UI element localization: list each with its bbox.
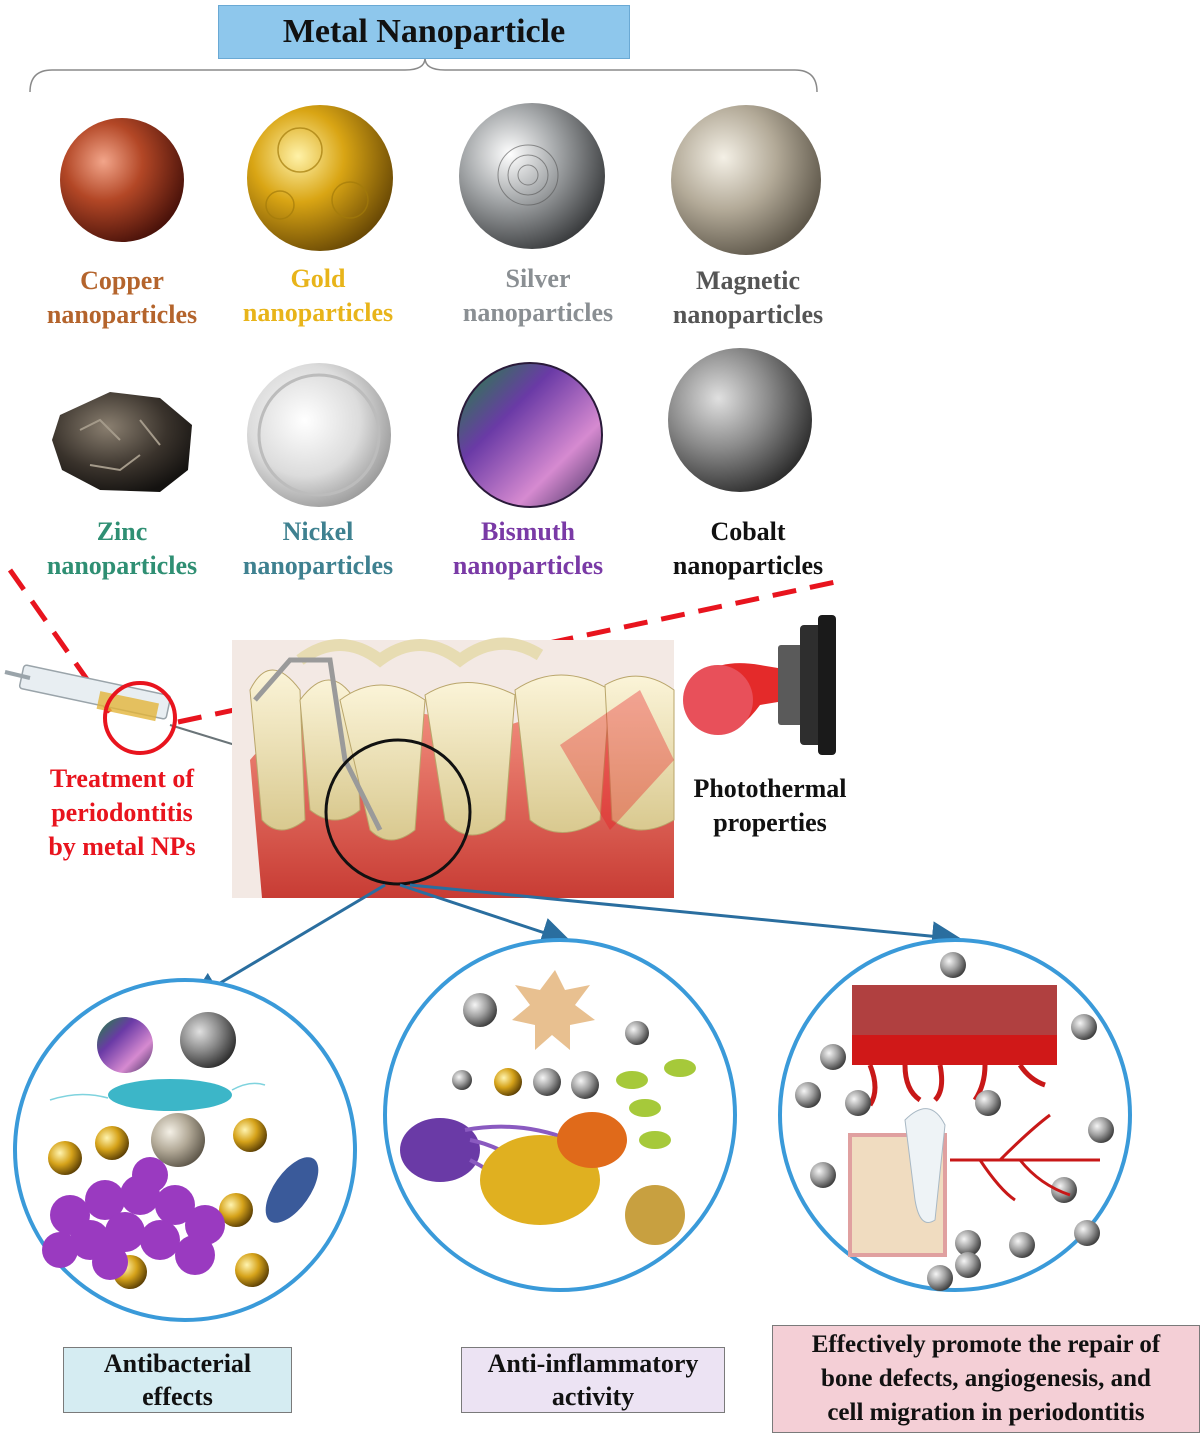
photothermal-caption: Photothermal properties [693, 774, 847, 837]
bismuth-label: Bismuth nanoparticles [452, 517, 604, 580]
silver-sphere [459, 103, 605, 249]
treatment-caption: Treatment of periodontitis by metal NPs [48, 764, 196, 861]
dashed-line-left [7, 568, 113, 714]
nickel-label: Nickel nanoparticles [242, 517, 394, 580]
silver-label: Silver nanoparticles [462, 264, 614, 327]
copper-label: Copper nanoparticles [46, 266, 198, 329]
gum-highlight-circle [324, 738, 472, 886]
repair-contents [795, 952, 1114, 1291]
gold-label: Gold nanoparticles [242, 264, 394, 327]
arrow-to-repair [409, 883, 962, 952]
arrow-to-antibacterial [189, 883, 386, 1002]
anti-inflammatory-box: Anti-inflammatory activity [461, 1347, 725, 1413]
repair-box: Effectively promote the repair of bone d… [772, 1325, 1200, 1433]
photothermal-device [683, 615, 836, 755]
gold-sphere [247, 105, 393, 251]
syringe [4, 664, 246, 749]
syringe-highlight-circle [103, 681, 177, 755]
cobalt-sphere [668, 348, 812, 492]
zinc-label: Zinc nanoparticles [46, 517, 198, 580]
title-bracket [29, 57, 818, 93]
magnetic-label: Magnetic nanoparticles [672, 266, 824, 329]
nickel-sphere [247, 363, 391, 507]
cobalt-label: Cobalt nanoparticles [672, 517, 824, 580]
magnetic-sphere [671, 105, 821, 255]
page-title: Metal Nanoparticle [282, 13, 566, 50]
antibacterial-box: Antibacterial effects [63, 1347, 292, 1413]
arrow-to-anti-inflammatory [399, 883, 572, 947]
title-banner: Metal Nanoparticle [218, 5, 630, 59]
anti-inflammatory-contents [400, 970, 696, 1245]
antibacterial-contents [42, 1012, 319, 1289]
copper-sphere [60, 118, 184, 242]
bismuth-sphere [457, 362, 603, 508]
teeth-illustration [232, 637, 675, 898]
zinc-particle [52, 392, 192, 492]
